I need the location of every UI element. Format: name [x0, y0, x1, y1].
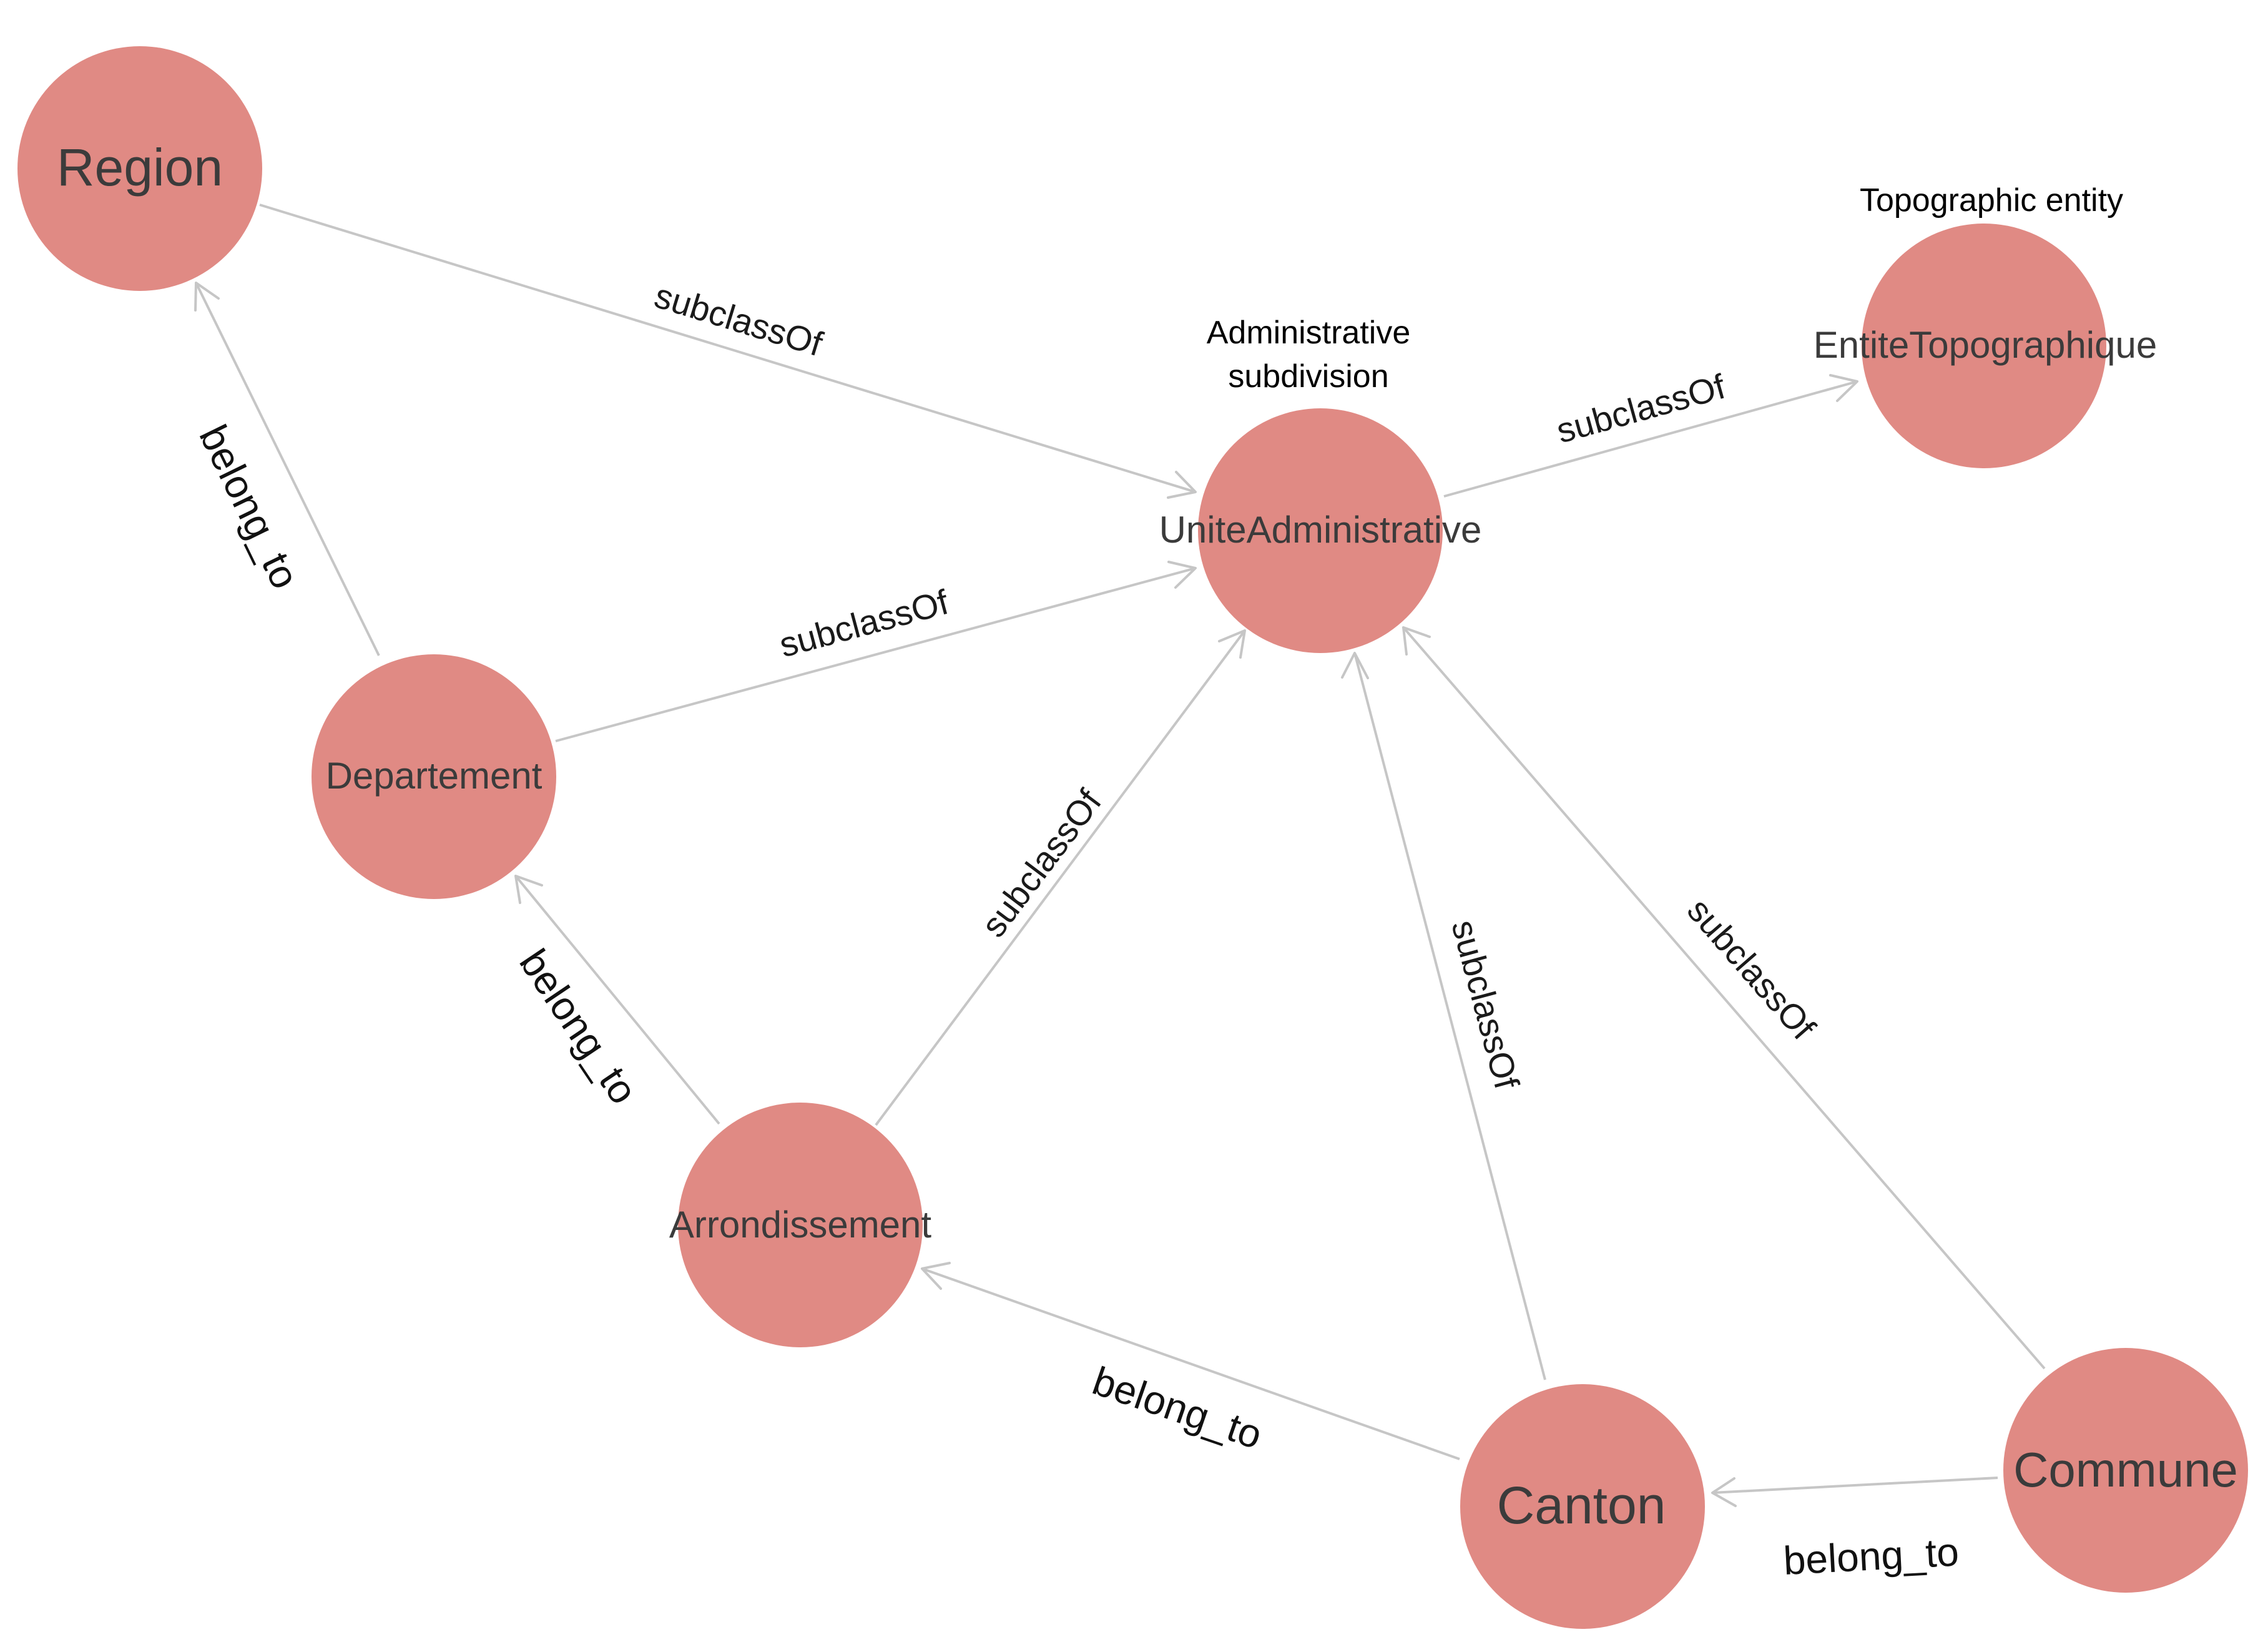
node-arrondissement[interactable]: Arrondissement: [669, 1103, 932, 1347]
edge-commune-ua: [1402, 626, 2046, 1370]
edge-departement-ua-arrow: [1167, 561, 1197, 589]
edge-label-region-ua: subclassOf: [650, 275, 827, 363]
node-unite-administrative-label: UniteAdministrative: [1159, 509, 1482, 551]
node-entite-topographique-circle[interactable]: [1862, 224, 2106, 468]
node-canton[interactable]: Canton: [1460, 1384, 1705, 1629]
edge-canton-ua: [1353, 652, 1546, 1380]
node-unite-administrative-circle[interactable]: [1198, 408, 1443, 653]
annotations: Topographic entity Administrative subdiv…: [1207, 182, 2123, 395]
edge-ua-entite: [1443, 380, 1858, 498]
edge-arrondissement-ua-arrow: [1218, 629, 1246, 659]
nodes: Region UniteAdministrative EntiteTopogra…: [17, 46, 2248, 1629]
edge-label-canton-arrondissement: belong_to: [1087, 1358, 1267, 1458]
edge-label-departement-ua: subclassOf: [775, 582, 953, 665]
node-commune-circle[interactable]: [2003, 1348, 2248, 1593]
node-canton-label: Canton: [1497, 1476, 1666, 1535]
edge-label-ua-entite: subclassOf: [1552, 366, 1729, 451]
node-arrondissement-label: Arrondissement: [669, 1204, 932, 1246]
edge-labels: subclassOf subclassOf subclassOf subclas…: [190, 275, 1960, 1583]
edge-label-arrondissement-ua: subclassOf: [973, 782, 1109, 944]
node-canton-circle[interactable]: [1460, 1384, 1705, 1629]
node-unite-administrative[interactable]: UniteAdministrative: [1159, 408, 1482, 653]
edge-commune-ua-arrow: [1402, 626, 1431, 656]
edge-arrondissement-departement-arrow: [514, 875, 543, 904]
node-departement-label: Departement: [326, 755, 542, 797]
node-departement[interactable]: Departement: [312, 654, 556, 899]
edge-label-commune-canton: belong_to: [1782, 1529, 1960, 1583]
node-commune-label: Commune: [2013, 1442, 2238, 1497]
node-region-circle[interactable]: [17, 46, 262, 291]
edge-label-commune-ua: subclassOf: [1680, 891, 1824, 1048]
annotation-administrative-line2: subdivision: [1228, 358, 1388, 395]
annotation-administrative-line1: Administrative: [1207, 315, 1411, 351]
edge-departement-region-arrow: [194, 282, 220, 312]
edge-canton-ua-arrow: [1341, 652, 1369, 679]
edge-commune-canton: [1712, 1477, 1998, 1494]
edge-label-departement-region: belong_to: [190, 418, 308, 596]
annotation-topographic-entity: Topographic entity: [1860, 182, 2123, 219]
node-arrondissement-circle[interactable]: [678, 1103, 923, 1347]
edges: [194, 204, 2046, 1507]
edge-ua-entite-arrow: [1829, 374, 1858, 402]
edge-arrondissement-departement: [514, 875, 720, 1125]
edge-label-canton-ua: subclassOf: [1444, 916, 1527, 1093]
edge-departement-ua: [555, 567, 1196, 742]
edge-departement-region: [195, 282, 380, 656]
edge-canton-arrondissement: [921, 1267, 1460, 1460]
node-entite-topographique-label: EntiteTopographique: [1814, 324, 2157, 366]
edge-region-ua: [259, 204, 1196, 493]
edge-label-arrondissement-departement: belong_to: [511, 941, 646, 1112]
node-region-label: Region: [57, 138, 223, 197]
node-region[interactable]: Region: [17, 46, 262, 291]
node-departement-circle[interactable]: [312, 654, 556, 899]
node-entite-topographique[interactable]: EntiteTopographique: [1814, 224, 2157, 468]
edge-canton-arrondissement-arrow: [921, 1262, 951, 1290]
node-commune[interactable]: Commune: [2003, 1348, 2248, 1593]
edge-arrondissement-ua: [875, 629, 1246, 1126]
edge-commune-canton-arrow: [1711, 1477, 1737, 1507]
edge-region-ua-arrow: [1167, 471, 1197, 499]
